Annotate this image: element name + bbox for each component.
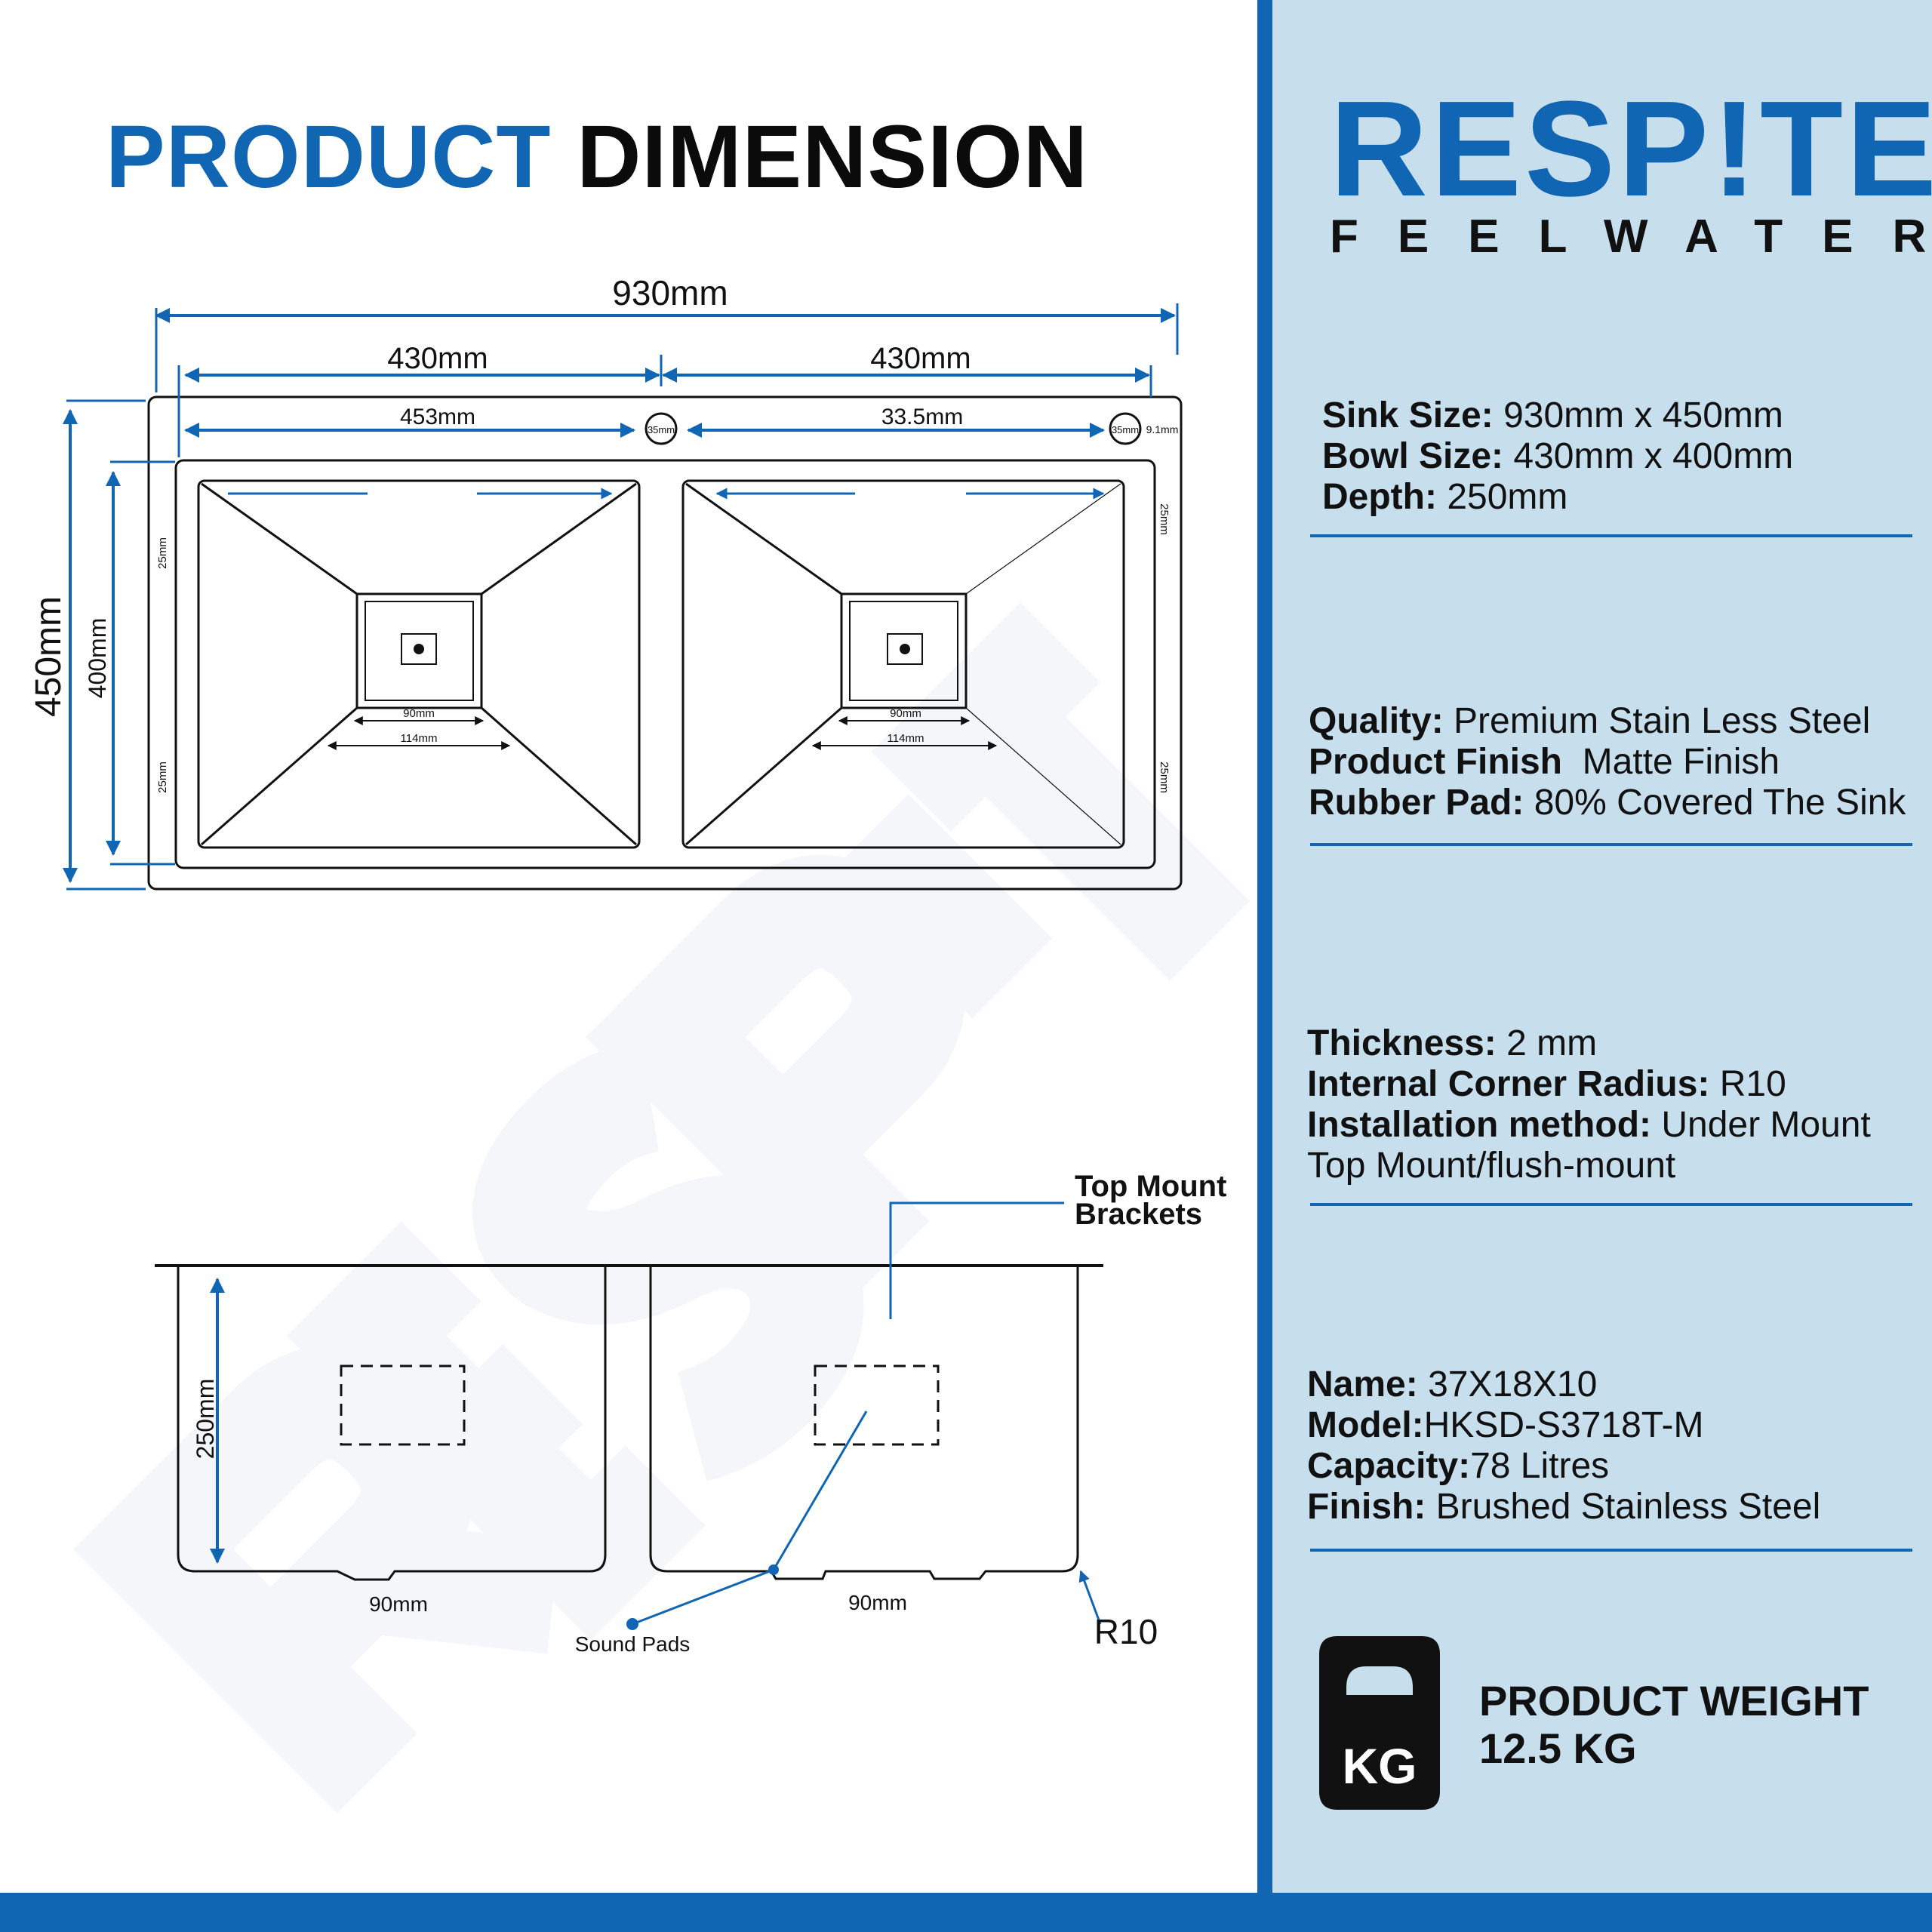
right-rim-top-label: 25mm	[1158, 503, 1171, 535]
left-bowl-profile	[177, 1266, 607, 1581]
weight-title: PRODUCT WEIGHT	[1479, 1677, 1869, 1724]
spec-row: Capacity:78 Litres	[1307, 1446, 1610, 1486]
left-rim-bottom-label: 25mm	[156, 761, 169, 793]
spec-row: Rubber Pad: 80% Covered The Sink	[1309, 783, 1906, 823]
overall-depth-label: 450mm	[29, 596, 69, 717]
left-drain-icon	[401, 633, 437, 665]
spec-group-model: Name: 37X18X10 Model:HKSD-S3718T-M Capac…	[1307, 1364, 1820, 1527]
bowl-depth-label: 400mm	[84, 618, 111, 699]
bowl-area-outline	[174, 459, 1156, 869]
spec-group-size: Sink Size: 930mm x 450mm Bowl Size: 430m…	[1322, 395, 1793, 518]
right-bowl-width-label: 430mm	[870, 342, 971, 375]
weight-value: 12.5 KG	[1479, 1724, 1637, 1772]
spec-row: Thickness: 2 mm	[1307, 1023, 1598, 1063]
right-drain-outer-label: 114mm	[888, 732, 924, 745]
sound-pads-leader	[632, 1411, 868, 1626]
brand-tagline: FEELWATER	[1330, 211, 1932, 263]
spec-row: Top Mount/flush-mount	[1307, 1146, 1676, 1186]
spec-divider	[1310, 1203, 1912, 1206]
spec-group-construction: Thickness: 2 mm Internal Corner Radius: …	[1307, 1023, 1871, 1186]
right-drain-icon	[887, 633, 923, 665]
title-dimension: DIMENSION	[577, 107, 1088, 207]
spec-row: Model:HKSD-S3718T-M	[1307, 1405, 1704, 1445]
left-drain-outer-label: 114mm	[401, 732, 438, 745]
spec-divider	[1310, 1549, 1912, 1552]
spec-row: Product Finish Matte Finish	[1309, 742, 1780, 782]
right-bowl-profile	[649, 1266, 1079, 1580]
sink-drawing: 90mm 114mm 90mm 114mm 25mm 25mm 25mm 25m…	[29, 273, 1226, 1656]
brand-logo: RESP!TE	[1330, 73, 1932, 225]
left-rim-top-label: 25mm	[156, 537, 169, 569]
side-depth-label: 250mm	[192, 1379, 219, 1460]
overall-width-label: 930mm	[612, 273, 728, 312]
left-bowl-width-label: 430mm	[387, 342, 488, 375]
spec-row: Finish: Brushed Stainless Steel	[1307, 1487, 1821, 1527]
panel-divider	[1257, 0, 1272, 1893]
weight-icon: KG	[1319, 1636, 1440, 1810]
spec-group-quality: Quality: Premium Stain Less Steel Produc…	[1309, 701, 1906, 823]
brackets-leader	[889, 1201, 1064, 1319]
spec-row: Bowl Size: 430mm x 400mm	[1322, 436, 1794, 476]
spec-row: Quality: Premium Stain Less Steel	[1309, 701, 1871, 741]
right-bowl: 90mm 114mm	[681, 479, 1125, 849]
sound-pads-label: Sound Pads	[575, 1632, 691, 1656]
tap-hole-left-label: 35mm	[648, 424, 675, 435]
top-view: 90mm 114mm 90mm 114mm 25mm 25mm 25mm 25m…	[29, 273, 1183, 891]
tap-hole-left	[645, 412, 678, 445]
sink-outline	[147, 395, 1183, 891]
brackets-label-1: Top Mount	[1075, 1170, 1226, 1203]
spec-row: Depth: 250mm	[1322, 477, 1568, 517]
tap-hole-right	[1109, 412, 1142, 445]
spec-row: Installation method: Under Mount	[1307, 1105, 1871, 1145]
brackets-label-2: Brackets	[1075, 1198, 1202, 1231]
page-title: PRODUCT DIMENSION	[106, 106, 1088, 208]
spec-row: Internal Corner Radius: R10	[1307, 1064, 1786, 1104]
right-drain-width-label: 90mm	[848, 1591, 907, 1614]
tap-hole-right-label: 35mm	[1112, 424, 1139, 435]
left-drain-inner-label: 90mm	[403, 707, 435, 720]
spec-divider	[1310, 534, 1912, 537]
left-to-hole-label: 453mm	[400, 405, 475, 429]
right-sound-pad	[814, 1364, 940, 1446]
title-product: PRODUCT	[106, 107, 552, 207]
hole-to-hole-label: 33.5mm	[881, 405, 963, 429]
corner-radius-label: R10	[1094, 1612, 1158, 1651]
left-drain-width-label: 90mm	[369, 1592, 428, 1616]
weight-icon-label: KG	[1343, 1738, 1417, 1794]
bottom-bar	[0, 1893, 1932, 1932]
right-rim-bottom-label: 25mm	[1158, 761, 1171, 793]
edge-offset-label: 9.1mm	[1146, 423, 1179, 435]
side-view: 250mm 90mm 90mm Top Mount Brackets Sound…	[155, 1170, 1226, 1656]
left-bowl: 90mm 114mm	[197, 479, 641, 849]
left-sound-pad	[340, 1364, 466, 1446]
spec-divider	[1310, 843, 1912, 846]
spec-row: Sink Size: 930mm x 450mm	[1322, 395, 1783, 435]
right-drain-inner-label: 90mm	[890, 707, 921, 720]
spec-panel	[1272, 0, 1932, 1893]
spec-row: Name: 37X18X10	[1307, 1364, 1598, 1404]
